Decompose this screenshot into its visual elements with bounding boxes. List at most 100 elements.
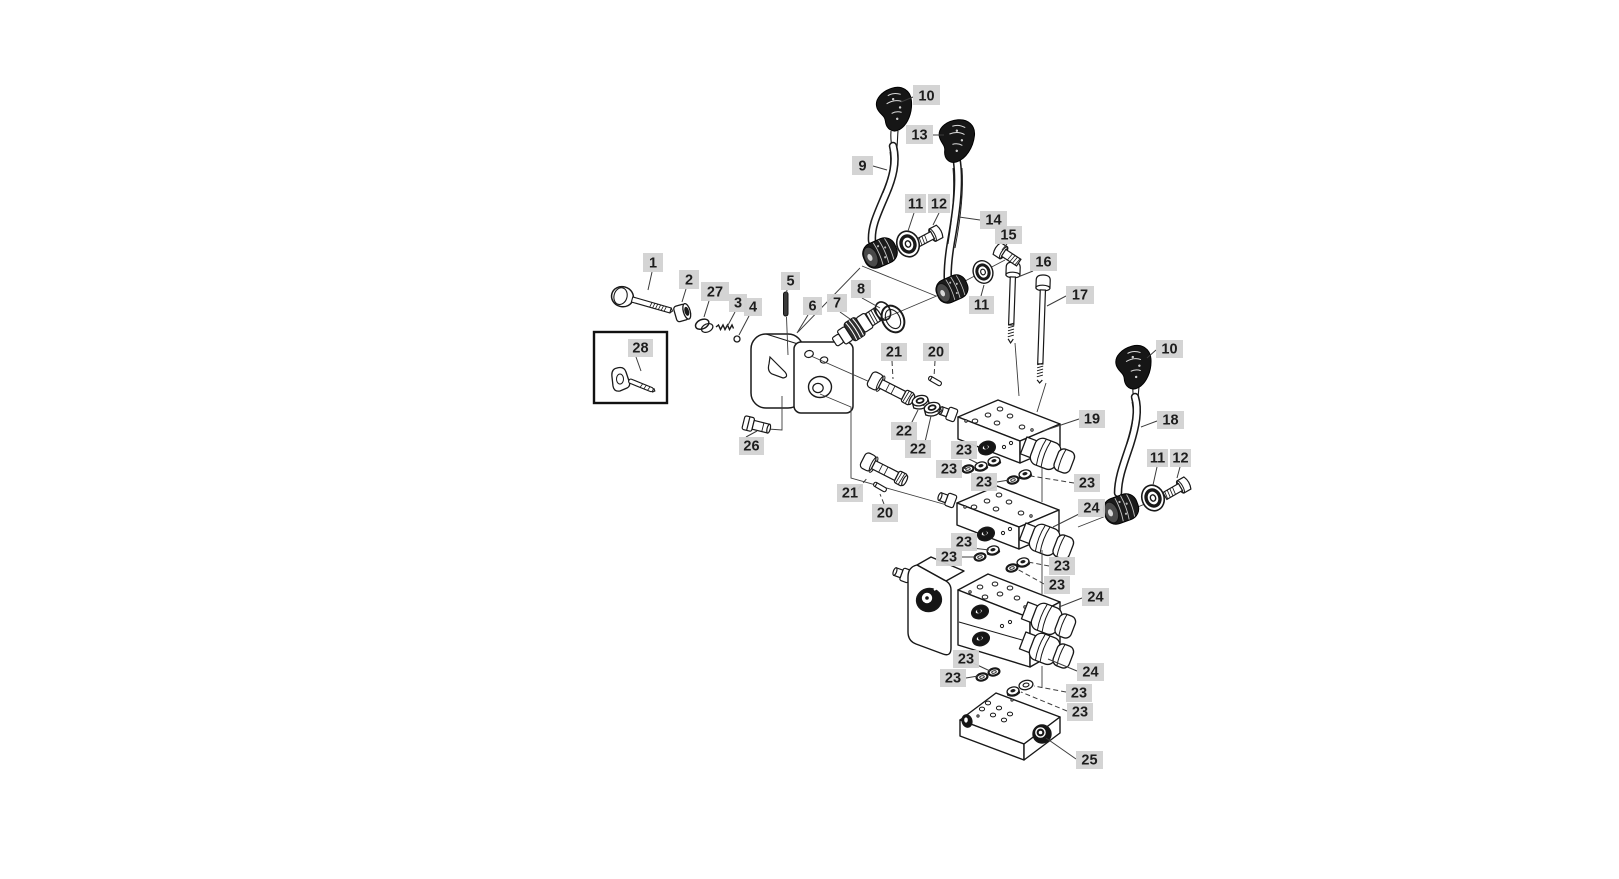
callout-box[interactable] <box>1066 286 1094 304</box>
callout-box[interactable] <box>1082 588 1109 606</box>
callout-box[interactable] <box>872 504 898 522</box>
callout-box[interactable] <box>852 156 873 175</box>
part-callout-23-33[interactable]: 23 <box>936 460 967 478</box>
callout-box[interactable] <box>1067 703 1093 721</box>
part-callout-6-6[interactable]: 6 <box>796 297 822 334</box>
part-callout-23-42[interactable]: 23 <box>953 650 991 672</box>
callout-box[interactable] <box>827 294 847 312</box>
callout-box[interactable] <box>744 298 762 316</box>
callout-box[interactable] <box>1074 474 1100 492</box>
part-callout-24-36[interactable]: 24 <box>1052 499 1105 528</box>
part-callout-11-30[interactable]: 11 <box>1147 449 1168 486</box>
callout-box[interactable] <box>1170 449 1191 467</box>
part-callout-10-28[interactable]: 10 <box>1146 340 1183 359</box>
callout-box[interactable] <box>1044 576 1070 594</box>
callout-box[interactable] <box>628 339 653 357</box>
callout-box[interactable] <box>923 343 949 361</box>
callout-box[interactable] <box>679 270 699 289</box>
part-callout-11-18[interactable]: 11 <box>969 284 994 314</box>
part-callout-3-3[interactable]: 3 <box>726 294 747 328</box>
part-callout-21-21[interactable]: 21 <box>881 343 907 380</box>
part-callout-23-32[interactable]: 23 <box>951 441 978 464</box>
part-callout-20-26[interactable]: 20 <box>872 493 898 522</box>
callout-box[interactable] <box>940 669 966 687</box>
part-callout-15-15[interactable]: 15 <box>995 226 1022 251</box>
callout-box[interactable] <box>1147 449 1168 467</box>
part-callout-16-16[interactable]: 16 <box>1017 253 1057 278</box>
part-callout-12-31[interactable]: 12 <box>1170 449 1191 479</box>
part-callout-24-41[interactable]: 24 <box>1058 588 1109 608</box>
callout-box[interactable] <box>1030 253 1057 271</box>
callout-box[interactable] <box>837 484 863 502</box>
callout-box[interactable] <box>1077 663 1104 681</box>
part-callout-13-11[interactable]: 13 <box>906 125 944 144</box>
callout-box[interactable] <box>971 473 997 491</box>
part-callout-26-20[interactable]: 26 <box>739 430 764 455</box>
part-callout-5-5[interactable]: 5 <box>781 272 800 297</box>
callout-box[interactable] <box>906 125 933 144</box>
callout-box[interactable] <box>1157 411 1184 429</box>
part-callout-10-10[interactable]: 10 <box>900 85 940 105</box>
callout-box[interactable] <box>891 422 917 440</box>
part-callout-19-27[interactable]: 19 <box>1042 410 1105 432</box>
callout-box[interactable] <box>739 437 764 455</box>
callout-box[interactable] <box>953 650 979 668</box>
part-callout-23-39[interactable]: 23 <box>1027 557 1075 575</box>
part-callout-14-14[interactable]: 14 <box>958 211 1007 229</box>
part-callout-28-19[interactable]: 28 <box>628 339 653 372</box>
part-callout-11-12[interactable]: 11 <box>905 194 926 232</box>
callout-box[interactable] <box>881 343 907 361</box>
part-callout-23-45[interactable]: 23 <box>1033 684 1092 702</box>
callout-box[interactable] <box>1079 410 1105 428</box>
callout-number: 14 <box>985 213 1001 229</box>
callout-box[interactable] <box>913 85 940 105</box>
callout-box[interactable] <box>905 440 931 458</box>
callout-box[interactable] <box>936 460 962 478</box>
part-callout-23-38[interactable]: 23 <box>936 548 976 566</box>
callout-box[interactable] <box>951 441 977 459</box>
callout-box[interactable] <box>781 272 800 290</box>
part-callout-7-7[interactable]: 7 <box>827 294 851 320</box>
callout-box[interactable] <box>803 297 822 315</box>
part-callout-22-23[interactable]: 22 <box>891 409 919 440</box>
part-callout-20-22[interactable]: 20 <box>923 343 949 378</box>
part-callout-1-0[interactable]: 1 <box>643 253 663 291</box>
part-callout-25-47[interactable]: 25 <box>1045 737 1103 769</box>
part-callout-23-46[interactable]: 23 <box>1020 691 1093 721</box>
callout-box[interactable] <box>1078 499 1105 517</box>
callout-box[interactable] <box>951 533 977 551</box>
callout-box[interactable] <box>1049 557 1075 575</box>
callout-box[interactable] <box>905 194 926 213</box>
callout-box[interactable] <box>980 211 1007 229</box>
callout-box[interactable] <box>969 296 994 314</box>
part-callout-21-25[interactable]: 21 <box>837 476 869 502</box>
callout-box[interactable] <box>995 226 1022 244</box>
part-callout-27-2[interactable]: 27 <box>701 282 729 318</box>
part-callout-9-9[interactable]: 9 <box>852 156 888 175</box>
part-callout-23-35[interactable]: 23 <box>1030 474 1100 492</box>
callout-leader <box>879 493 885 505</box>
callout-box[interactable] <box>1156 340 1183 358</box>
callout-box[interactable] <box>701 282 729 301</box>
part-callout-4-4[interactable]: 4 <box>738 298 762 336</box>
part-callout-23-34[interactable]: 23 <box>971 473 1010 491</box>
bolt-21-upper <box>865 370 918 409</box>
callout-box[interactable] <box>928 194 950 213</box>
part-callout-2-1[interactable]: 2 <box>679 270 699 303</box>
callout-number: 16 <box>1035 255 1051 271</box>
part-callout-8-8[interactable]: 8 <box>851 280 881 309</box>
callout-box[interactable] <box>729 294 747 312</box>
part-callout-24-44[interactable]: 24 <box>1047 658 1104 681</box>
callout-box[interactable] <box>643 253 663 272</box>
part-callout-17-17[interactable]: 17 <box>1046 286 1094 307</box>
part-callout-23-43[interactable]: 23 <box>940 669 979 687</box>
callout-box[interactable] <box>1076 751 1103 769</box>
part-callout-23-40[interactable]: 23 <box>1016 568 1070 594</box>
part-callout-23-37[interactable]: 23 <box>951 533 990 551</box>
callout-box[interactable] <box>1066 684 1092 702</box>
part-callout-12-13[interactable]: 12 <box>928 194 950 226</box>
callout-box[interactable] <box>851 280 871 298</box>
part-callout-22-24[interactable]: 22 <box>905 415 932 458</box>
part-callout-18-29[interactable]: 18 <box>1140 411 1184 429</box>
callout-box[interactable] <box>936 548 962 566</box>
